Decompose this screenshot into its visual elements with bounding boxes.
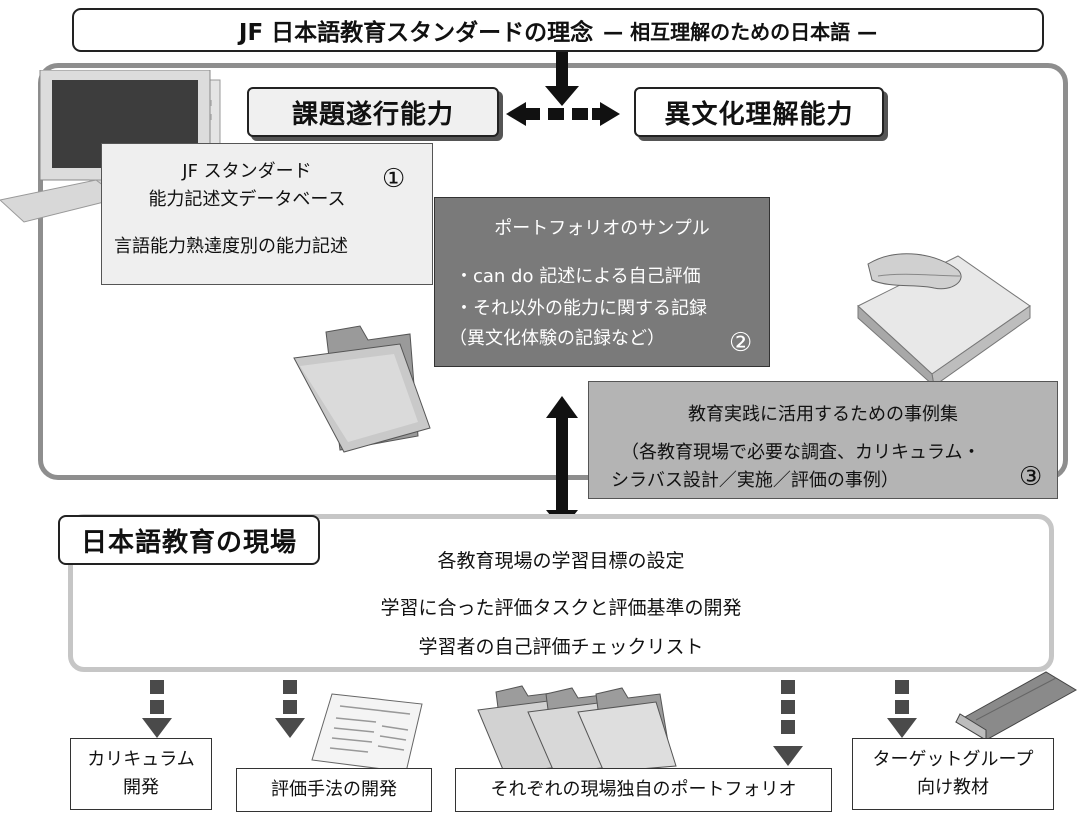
case-collection-box: 教育実践に活用するための事例集 （各教育現場で必要な調査、カリキュラム・ シラバ… [588,381,1058,499]
assessment-method-label: 評価手法の開発 [271,779,397,800]
left-arrowhead [506,102,526,126]
education-field-title: 日本語教育の現場 [80,527,297,558]
writing-hand-icon [857,253,1031,386]
arrow-to-curriculum [142,718,172,738]
portfolio-title: ポートフォリオのサンプル [494,218,710,239]
intercultural-competence-label: 異文化理解能力 [664,99,854,130]
task-competence-box: 課題遂行能力 [247,87,499,137]
arrow-to-materials [887,718,917,738]
materials-line1: ターゲットグループ [872,749,1034,770]
folder-icon [293,325,431,453]
title-banner: JF 日本語教育スタンダードの理念 — 相互理解のための日本語 — [72,8,1044,52]
cases-description-line2: シラバス設計／実施／評価の事例） [611,470,899,491]
title-down-arrow [556,52,568,88]
portfolio-number: ② [729,328,753,358]
field-assessment-development: 学習に合った評価タスクと評価基準の開発 [380,597,742,619]
cases-number: ③ [1019,462,1043,492]
curriculum-development-box: カリキュラム 開発 [70,738,212,810]
materials-line2: 向け教材 [916,777,989,798]
target-group-materials-box: ターゲットグループ 向け教材 [852,738,1054,810]
assessment-method-box: 評価手法の開発 [236,768,432,812]
book-icon [955,671,1077,741]
cases-description-line1: （各教育現場で必要な調査、カリキュラム・ [621,442,981,463]
database-title-line1: JF スタンダード [182,161,312,182]
field-self-assessment-checklist: 学習者の自己評価チェックリスト [418,636,704,658]
intercultural-competence-box: 異文化理解能力 [634,87,884,137]
portfolio-item-other-records: ・それ以外の能力に関する記録 [455,298,707,319]
database-number: ① [382,164,406,194]
folders-icon [477,685,677,772]
vertical-double-arrow [556,416,568,512]
right-arrowhead [600,102,620,126]
title-main: JF 日本語教育スタンダードの理念 [238,20,594,46]
field-goal-setting: 各教育現場の学習目標の設定 [437,550,685,572]
database-box: JF スタンダード 能力記述文データベース ① 言語能力熟達度別の能力記述 [101,143,433,285]
database-title-line2: 能力記述文データベース [148,189,346,210]
portfolio-item-intercultural: （異文化体験の記録など） [449,328,665,349]
curriculum-line2: 開発 [123,777,159,798]
database-title: JF スタンダード 能力記述文データベース [102,158,392,214]
task-competence-label: 課題遂行能力 [291,99,454,130]
education-field-title-box: 日本語教育の現場 [58,515,320,565]
cases-title: 教育実践に活用するための事例集 [688,404,958,425]
portfolio-item-self-assessment: ・can do 記述による自己評価 [455,266,701,287]
local-portfolio-box: それぞれの現場独自のポートフォリオ [455,768,832,812]
arrow-to-assessment [275,718,305,738]
arrow-to-portfolio [773,746,803,766]
curriculum-line1: カリキュラム [87,749,195,770]
portfolio-sample-box: ポートフォリオのサンプル ・can do 記述による自己評価 ・それ以外の能力に… [434,197,770,367]
local-portfolio-label: それぞれの現場独自のポートフォリオ [490,779,797,800]
title-sub: — 相互理解のための日本語 — [603,19,878,44]
database-description: 言語能力熟達度別の能力記述 [114,236,348,257]
document-icon [311,693,423,772]
